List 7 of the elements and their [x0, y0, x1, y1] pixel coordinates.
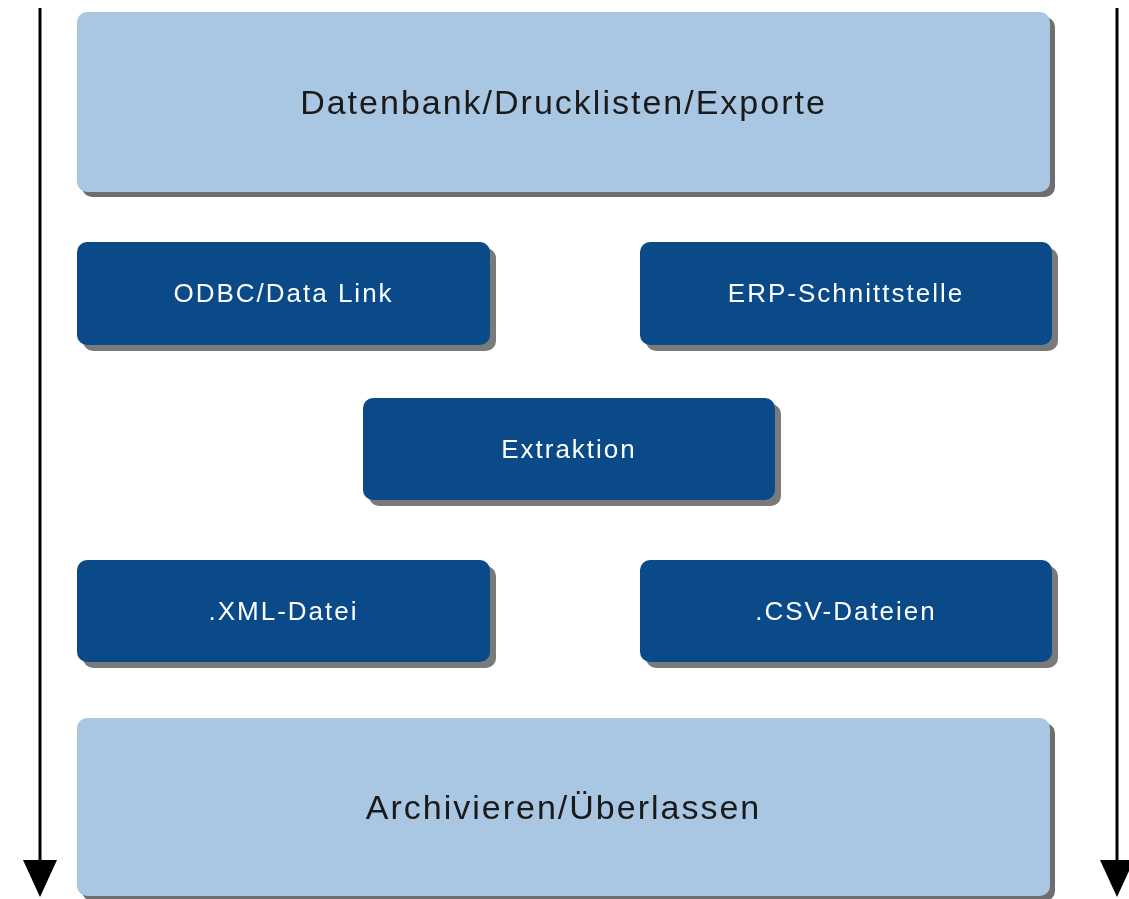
layer-label: ODBC/Data Link — [173, 278, 394, 309]
layer-label: Extraktion — [501, 433, 637, 465]
layer-label: .CSV-Dateien — [755, 595, 937, 627]
layer-label: ERP-Schnittstelle — [727, 278, 965, 309]
layer-label: Datenbank/Drucklisten/Exporte — [300, 82, 827, 122]
layer-label: .XML-Datei — [208, 595, 359, 627]
layer-label: Archivieren/Überlassen — [365, 787, 762, 827]
